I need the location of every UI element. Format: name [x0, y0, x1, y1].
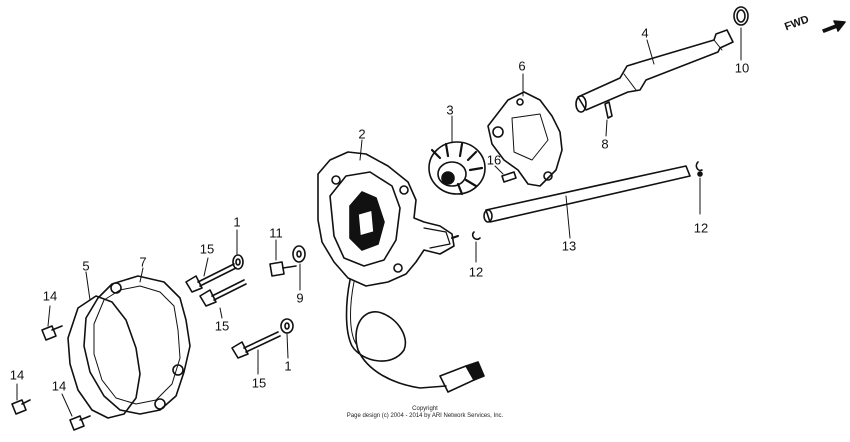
callout-14-b: 14 — [9, 367, 25, 383]
screw-part-14-b — [11, 399, 31, 415]
bolt-part-11 — [269, 261, 297, 277]
clamp-part-12-left — [471, 231, 481, 241]
fwd-arrow-icon — [822, 20, 846, 33]
washer-part-9 — [292, 245, 306, 263]
callout-15-upper: 15 — [199, 241, 215, 257]
key-part-16 — [501, 171, 517, 183]
callout-15-lower: 15 — [251, 375, 267, 391]
copyright-notice: Page design (c) 2004 - 2014 by ARI Netwo… — [346, 413, 504, 419]
callout-16: 16 — [486, 152, 502, 168]
impeller-part-3 — [428, 141, 486, 196]
washer-part-1-upper — [232, 254, 244, 270]
screw-part-14-a — [41, 325, 63, 341]
callout-1-upper: 1 — [233, 214, 241, 230]
o-ring-part-10 — [733, 6, 749, 26]
callout-2: 2 — [358, 126, 366, 142]
callout-11: 11 — [269, 225, 283, 241]
bolt-part-15-middle — [199, 279, 247, 307]
callout-9: 9 — [296, 290, 304, 306]
callout-1-lower: 1 — [284, 358, 292, 374]
callout-8: 8 — [601, 136, 609, 152]
outer-cover-part-7 — [83, 275, 191, 415]
pump-body-part-2 — [317, 151, 459, 287]
gasket-part-5 — [67, 295, 141, 419]
callout-12-right: 12 — [693, 220, 709, 236]
callout-5: 5 — [82, 258, 90, 274]
screw-part-14-c — [69, 415, 91, 431]
wire-harness — [345, 279, 485, 393]
bolt-part-15-lower — [231, 331, 281, 359]
clamp-part-12-right — [695, 161, 703, 177]
cover-plate-part-6 — [487, 91, 563, 187]
callout-4: 4 — [641, 25, 649, 41]
callout-14-a: 14 — [42, 288, 58, 304]
callout-15-middle: 15 — [214, 318, 230, 334]
shaft-part-4 — [575, 29, 734, 113]
copyright-label: Copyright — [412, 406, 438, 412]
callout-3: 3 — [446, 102, 454, 118]
callout-7: 7 — [139, 254, 147, 270]
callout-10: 10 — [734, 60, 750, 76]
callout-12-left: 12 — [468, 264, 484, 280]
hose-part-13 — [483, 165, 691, 223]
bolt-part-15-upper — [185, 263, 237, 293]
pin-part-8 — [604, 101, 613, 119]
washer-part-1-lower — [280, 318, 294, 334]
callout-6: 6 — [518, 58, 526, 74]
callout-14-c: 14 — [51, 378, 67, 394]
callout-13: 13 — [561, 238, 577, 254]
